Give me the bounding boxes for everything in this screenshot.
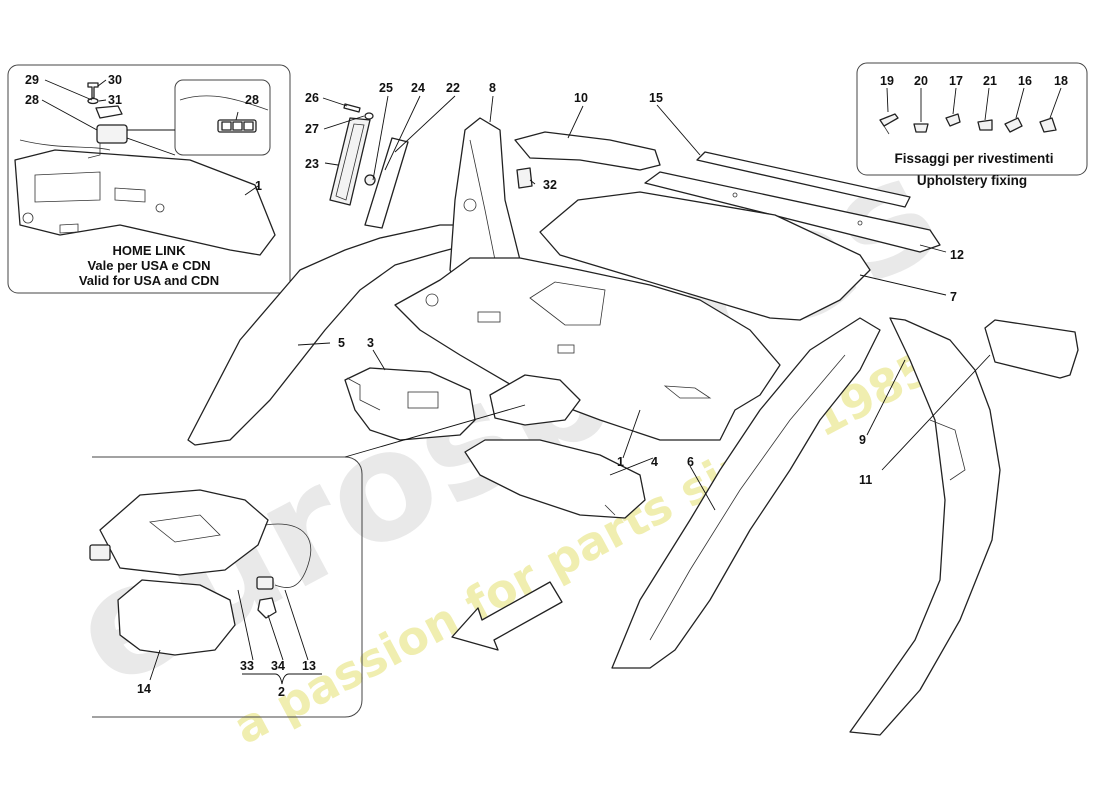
callout-11: 11 bbox=[859, 473, 872, 487]
part-32-clip bbox=[516, 167, 533, 189]
homelink-title: HOME LINK bbox=[113, 243, 187, 258]
direction-arrow bbox=[451, 581, 563, 651]
callout-34: 34 bbox=[271, 659, 285, 673]
bracket-29 bbox=[95, 105, 123, 119]
callout-23: 23 bbox=[305, 157, 319, 171]
part-26-screw bbox=[343, 103, 361, 113]
part-22-strip bbox=[364, 137, 409, 229]
homelink-module bbox=[96, 124, 128, 144]
homelink-inset: 29 30 31 28 28 1 HOME LINK Vale per USA … bbox=[7, 64, 291, 294]
main-callouts: 26 27 23 25 24 22 8 10 15 32 12 7 5 3 1 … bbox=[297, 81, 991, 511]
callout-8: 8 bbox=[489, 81, 496, 95]
part-23-panel bbox=[329, 117, 371, 206]
callout-3: 3 bbox=[367, 336, 374, 350]
homelink-line1: Vale per USA e CDN bbox=[87, 258, 210, 273]
callout-26: 26 bbox=[305, 91, 319, 105]
homelink-line2: Valid for USA and CDN bbox=[79, 273, 219, 288]
callout-1-main: 1 bbox=[617, 455, 624, 469]
part-4-sun-visor-right bbox=[464, 439, 646, 519]
callout-21: 21 bbox=[983, 74, 997, 88]
callout-13: 13 bbox=[302, 659, 316, 673]
fastener-19 bbox=[879, 113, 899, 127]
callout-12: 12 bbox=[950, 248, 964, 262]
callout-15: 15 bbox=[649, 91, 663, 105]
part-27-washer bbox=[364, 112, 374, 120]
callout-22: 22 bbox=[446, 81, 460, 95]
callout-20: 20 bbox=[914, 74, 928, 88]
callout-19: 19 bbox=[880, 74, 894, 88]
fastener-17 bbox=[945, 113, 961, 127]
callout-28-buttons: 28 bbox=[245, 93, 259, 107]
callout-16: 16 bbox=[1018, 74, 1032, 88]
callout-24: 24 bbox=[411, 81, 425, 95]
callout-28-module: 28 bbox=[25, 93, 39, 107]
fastener-16 bbox=[1004, 117, 1023, 133]
part-3-sun-visor-left bbox=[344, 367, 476, 441]
part-roof-console bbox=[489, 374, 581, 426]
callout-2: 2 bbox=[278, 685, 285, 699]
callout-5: 5 bbox=[338, 336, 345, 350]
fixing-line1: Fissaggi per rivestimenti bbox=[894, 151, 1053, 166]
part-11-quarter-trim bbox=[984, 319, 1079, 379]
callout-29: 29 bbox=[25, 73, 39, 87]
callout-17: 17 bbox=[949, 74, 963, 88]
part-10-roof-rail bbox=[514, 131, 661, 171]
homelink-headliner-sketch bbox=[14, 149, 276, 256]
fastener-18 bbox=[1039, 117, 1057, 133]
callout-18: 18 bbox=[1054, 74, 1068, 88]
part-console-upper bbox=[99, 489, 269, 576]
callout-31: 31 bbox=[108, 93, 122, 107]
part-7-roof-panel bbox=[539, 191, 871, 321]
part-12-rear-rail bbox=[644, 171, 941, 253]
fixing-line2: Upholstery fixing bbox=[917, 173, 1027, 188]
callout-1-homelink: 1 bbox=[255, 179, 262, 193]
part-9-rear-pillar bbox=[849, 317, 1001, 736]
part-24-clip bbox=[364, 174, 376, 186]
callout-4: 4 bbox=[651, 455, 658, 469]
part-13-connector bbox=[256, 576, 274, 590]
part-34-clip bbox=[257, 597, 277, 619]
callout-32: 32 bbox=[543, 178, 557, 192]
screw-30 bbox=[87, 82, 99, 99]
callout-7: 7 bbox=[950, 290, 957, 304]
fixing-inset: 19 20 17 21 16 18 Fissaggi per rivestime… bbox=[856, 62, 1088, 188]
part-14-lamp-unit bbox=[117, 579, 236, 656]
part-15-strip bbox=[696, 151, 911, 208]
callout-33: 33 bbox=[240, 659, 254, 673]
callout-14: 14 bbox=[137, 682, 151, 696]
callout-6: 6 bbox=[687, 455, 694, 469]
fastener-21 bbox=[977, 119, 993, 131]
callout-9: 9 bbox=[859, 433, 866, 447]
callout-27: 27 bbox=[305, 122, 319, 136]
callout-10: 10 bbox=[574, 91, 588, 105]
console-inset: 33 34 13 2 14 bbox=[89, 404, 526, 718]
callout-25: 25 bbox=[379, 81, 393, 95]
part-6-pillar bbox=[611, 317, 881, 669]
fastener-20 bbox=[913, 123, 929, 133]
callout-30: 30 bbox=[108, 73, 122, 87]
